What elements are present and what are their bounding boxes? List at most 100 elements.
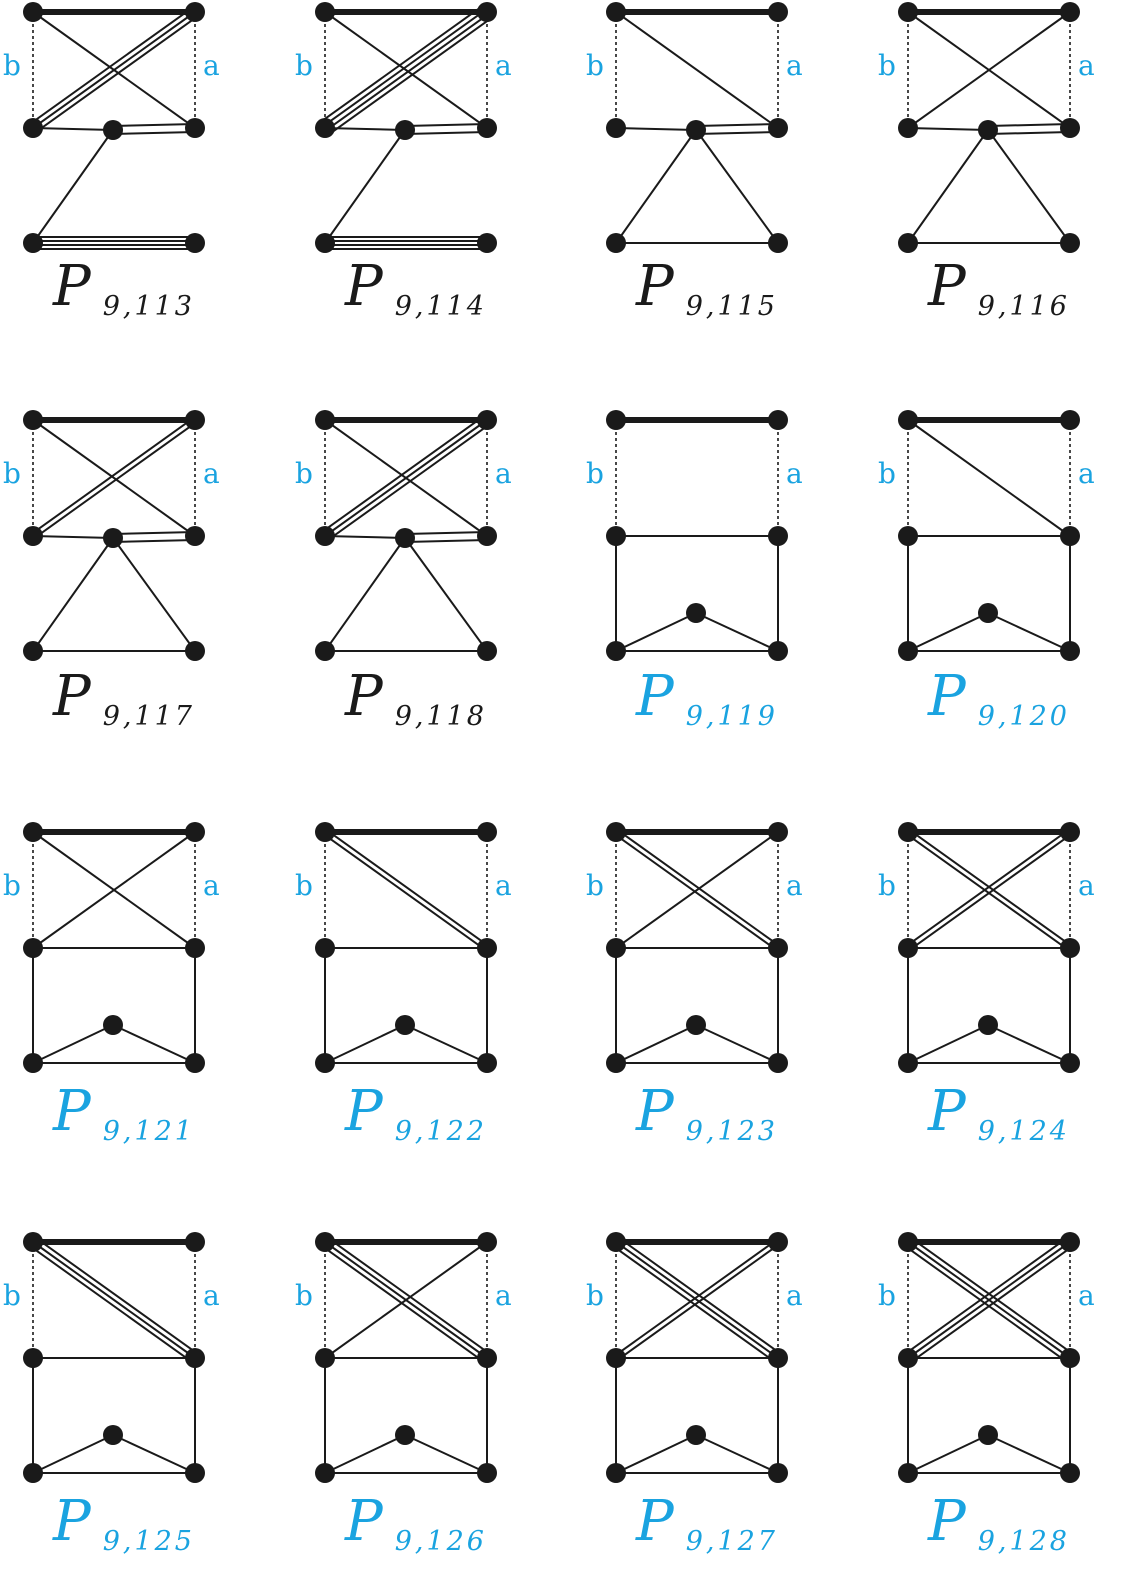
vertex <box>768 641 788 661</box>
vertex <box>23 410 43 430</box>
cross-edge <box>29 7 193 125</box>
vertex <box>686 120 706 140</box>
cross-edge <box>320 5 484 123</box>
cross-edge <box>324 11 488 129</box>
vertex <box>1060 233 1080 253</box>
side-label-a: a <box>495 1279 512 1312</box>
caption-subscript: 9,115 <box>686 291 778 322</box>
caption-subscript: 9,122 <box>395 1116 487 1147</box>
vertex <box>315 1348 335 1368</box>
vertex <box>23 526 43 546</box>
side-label-b: b <box>295 457 313 490</box>
side-label-b: b <box>586 49 604 82</box>
vertex <box>898 822 918 842</box>
vertex <box>606 1053 626 1073</box>
cross-edge <box>908 829 1073 947</box>
vertex <box>23 118 43 138</box>
caption-main: P <box>635 664 675 729</box>
vertex <box>315 410 335 430</box>
cross-edge <box>30 417 195 535</box>
vertex <box>477 822 497 842</box>
cross-edge <box>615 11 779 129</box>
side-label-a: a <box>495 869 512 902</box>
caption-main: P <box>927 664 967 729</box>
vertex <box>185 822 205 842</box>
caption-main: P <box>635 254 675 319</box>
side-label-a: a <box>786 869 803 902</box>
vertex <box>23 1348 43 1368</box>
vertex <box>978 1425 998 1445</box>
caption-subscript: 9,119 <box>686 701 778 732</box>
vertex <box>395 1015 415 1035</box>
side-label-b: b <box>3 49 21 82</box>
vertex <box>686 1015 706 1035</box>
vertex <box>768 938 788 958</box>
apex-edge <box>324 1434 406 1474</box>
apex-edge <box>615 612 697 652</box>
vertex <box>477 118 497 138</box>
cross-edge <box>905 829 1070 947</box>
cross-edge <box>32 1241 196 1359</box>
side-label-b: b <box>878 457 896 490</box>
vertex <box>185 410 205 430</box>
vertex <box>315 526 335 546</box>
cross-edge <box>328 17 492 135</box>
side-label-a: a <box>786 49 803 82</box>
vertex <box>768 1232 788 1252</box>
caption-main: P <box>52 664 92 729</box>
side-label-b: b <box>586 1279 604 1312</box>
middle-edge <box>113 130 196 135</box>
cross-edge <box>907 419 1071 537</box>
vertex <box>898 118 918 138</box>
vertex <box>1060 2 1080 22</box>
vertex <box>185 641 205 661</box>
vertex <box>898 410 918 430</box>
middle-edge <box>696 130 779 135</box>
apex-edge <box>907 1024 989 1064</box>
cross-edge <box>321 1245 485 1363</box>
caption-subscript: 9,114 <box>395 291 487 322</box>
caption-main: P <box>635 1079 675 1144</box>
vertex <box>978 120 998 140</box>
side-label-a: a <box>495 49 512 82</box>
vertex <box>23 233 43 253</box>
cross-edge <box>908 833 1073 951</box>
middle-edge <box>32 127 114 131</box>
graph-9-115: b aP 9,115 <box>586 2 803 322</box>
triangle-edge <box>987 129 1071 244</box>
diagonal-edge <box>32 129 114 244</box>
cross-edge <box>910 1245 1074 1363</box>
caption-subscript: 9,126 <box>395 1526 487 1557</box>
triangle-edge <box>404 537 488 652</box>
vertex <box>898 641 918 661</box>
caption-main: P <box>635 1489 675 1554</box>
caption-main: P <box>927 1079 967 1144</box>
cross-edge <box>324 419 488 537</box>
graph-caption: P 9,122 <box>344 1079 487 1147</box>
cross-edge <box>321 415 485 533</box>
vertex <box>606 1348 626 1368</box>
vertex <box>978 603 998 623</box>
cross-edge <box>613 1239 778 1357</box>
caption-main: P <box>344 1079 384 1144</box>
side-label-a: a <box>1078 49 1095 82</box>
vertex <box>23 1463 43 1483</box>
apex-edge <box>615 1024 697 1064</box>
side-label-a: a <box>786 1279 803 1312</box>
middle-edge <box>324 535 406 539</box>
middle-edge <box>112 123 195 128</box>
caption-main: P <box>52 254 92 319</box>
vertex <box>768 233 788 253</box>
vertex <box>606 1463 626 1483</box>
cross-edge <box>905 833 1070 951</box>
caption-subscript: 9,118 <box>395 701 487 732</box>
